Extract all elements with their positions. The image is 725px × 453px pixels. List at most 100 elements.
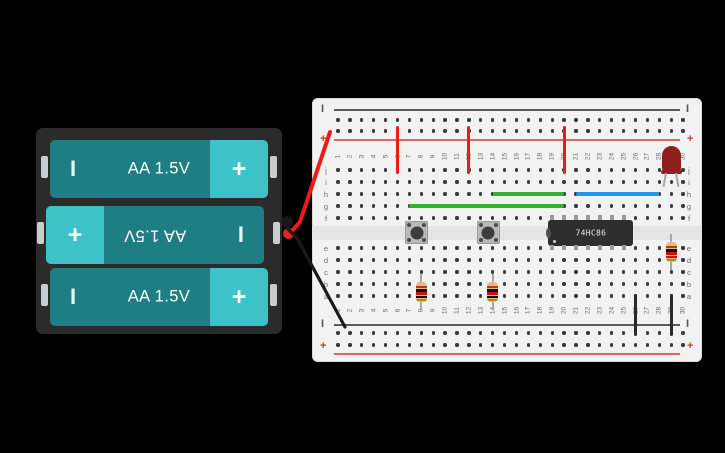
- bottom-negative-rail-line: [334, 324, 680, 326]
- rail-sign-plus: +: [320, 340, 327, 352]
- breadboard-hole-top-positive: [372, 129, 376, 133]
- breadboard-hole-f: [348, 216, 352, 220]
- breadboard-hole-b: [610, 282, 614, 286]
- breadboard-hole-bottom-negative: [395, 331, 400, 335]
- resistor-band: [415, 295, 427, 298]
- breadboard-hole-top-positive: [598, 129, 602, 133]
- breadboard-hole-bottom-negative: [467, 331, 471, 335]
- breadboard-hole-e: [407, 246, 412, 250]
- resistor-band: [665, 255, 677, 258]
- breadboard-hole-bottom-negative: [586, 331, 590, 335]
- ground-jumper-1[interactable]: [633, 294, 638, 336]
- breadboard-hole-j: [657, 168, 661, 172]
- breadboard-hole-bottom-negative: [491, 331, 495, 335]
- battery-cell-2[interactable]: + AA 1.5V I: [46, 206, 264, 264]
- breadboard-hole-top-positive: [526, 129, 531, 133]
- resistor-1[interactable]: [415, 281, 427, 303]
- breadboard-hole-top-negative: [407, 118, 412, 122]
- breadboard-hole-g: [681, 204, 685, 208]
- battery-contact-nub: [270, 156, 277, 178]
- column-number: 24: [608, 306, 616, 315]
- breadboard-hole-c: [502, 270, 507, 274]
- column-number: 15: [501, 306, 509, 315]
- power-jumper-3[interactable]: [562, 126, 566, 174]
- breadboard-hole-c: [574, 270, 578, 274]
- breadboard-hole-d: [550, 258, 554, 262]
- power-jumper-1[interactable]: [395, 126, 400, 174]
- battery-cell-1[interactable]: I AA 1.5V +: [50, 140, 268, 198]
- pushbutton-cap[interactable]: [481, 226, 495, 239]
- breadboard-hole-i: [431, 180, 435, 184]
- signal-wire-green-2[interactable]: [492, 192, 565, 196]
- breadboard-hole-f: [360, 216, 364, 220]
- resistor-band: [665, 245, 677, 249]
- ic-pin1-dot: [553, 240, 557, 243]
- column-number: 6: [394, 308, 401, 313]
- breadboard-hole-top-positive: [669, 129, 673, 133]
- resistor-3[interactable]: [665, 241, 677, 263]
- breadboard-hole-e: [443, 246, 447, 250]
- breadboard-hole-h: [467, 192, 471, 196]
- resistor-band: [487, 292, 499, 295]
- battery-cell-3[interactable]: I AA 1.5V +: [50, 268, 268, 326]
- breadboard-hole-top-negative: [657, 118, 661, 122]
- breadboard-hole-e: [383, 246, 388, 250]
- breadboard-hole-top-negative: [621, 118, 626, 122]
- breadboard[interactable]: II++123456789101112131415161718192021222…: [312, 98, 702, 362]
- signal-wire-green-1[interactable]: [409, 204, 565, 208]
- battery-contact-nub: [37, 222, 44, 244]
- breadboard-hole-g: [633, 204, 638, 208]
- battery-contact-nub: [41, 156, 48, 178]
- column-number: 11: [453, 153, 461, 160]
- breadboard-hole-h: [479, 192, 483, 196]
- resistor-2[interactable]: [487, 281, 499, 303]
- battery-plus-terminal: +: [210, 268, 268, 326]
- breadboard-hole-f: [443, 216, 447, 220]
- breadboard-hole-top-positive: [491, 129, 495, 133]
- breadboard-hole-f: [633, 216, 638, 220]
- breadboard-hole-bottom-negative: [431, 331, 435, 335]
- breadboard-hole-c: [419, 270, 423, 274]
- breadboard-hole-b: [372, 282, 376, 286]
- breadboard-hole-a: [574, 294, 578, 298]
- breadboard-hole-h: [372, 192, 376, 196]
- resistor-band: [415, 285, 427, 289]
- breadboard-center-channel: [312, 226, 702, 240]
- power-jumper-2[interactable]: [467, 126, 471, 174]
- breadboard-hole-f: [419, 216, 423, 220]
- breadboard-hole-i: [610, 180, 614, 184]
- breadboard-hole-bottom-positive: [610, 343, 614, 347]
- breadboard-hole-bottom-positive: [574, 343, 578, 347]
- breadboard-hole-bottom-positive: [407, 343, 412, 347]
- battery-positive-lead[interactable]: [283, 228, 294, 239]
- battery-pack[interactable]: I AA 1.5V + + AA 1.5V I I AA 1.5V +: [36, 128, 282, 334]
- rail-sign-plus: +: [687, 133, 694, 145]
- ic-pin: [550, 245, 555, 250]
- breadboard-hole-i: [574, 180, 578, 184]
- column-number: 24: [608, 152, 616, 161]
- breadboard-hole-d: [360, 258, 364, 262]
- pushbutton-1[interactable]: [405, 221, 429, 244]
- pushbutton-2[interactable]: [476, 221, 500, 244]
- battery-negative-lead[interactable]: [281, 216, 293, 228]
- breadboard-hole-e: [467, 246, 471, 250]
- ic-74hc86[interactable]: 74HC86: [546, 220, 634, 246]
- row-label-i: i: [325, 178, 327, 187]
- breadboard-hole-b: [407, 282, 412, 286]
- pushbutton-pin: [407, 238, 412, 242]
- ic-pin: [574, 215, 578, 220]
- signal-wire-blue[interactable]: [576, 192, 660, 196]
- pushbutton-cap[interactable]: [410, 226, 424, 239]
- red LED[interactable]: [662, 146, 682, 173]
- breadboard-hole-i: [538, 180, 542, 184]
- breadboard-hole-bottom-negative: [419, 331, 423, 335]
- column-number: 7: [405, 308, 413, 313]
- rail-sign-minus: I: [321, 318, 325, 330]
- ground-jumper-2[interactable]: [669, 294, 673, 336]
- breadboard-hole-bottom-positive: [645, 343, 650, 347]
- breadboard-hole-bottom-negative: [479, 331, 483, 335]
- breadboard-hole-i: [491, 180, 495, 184]
- breadboard-hole-d: [645, 258, 650, 262]
- breadboard-hole-d: [562, 258, 566, 262]
